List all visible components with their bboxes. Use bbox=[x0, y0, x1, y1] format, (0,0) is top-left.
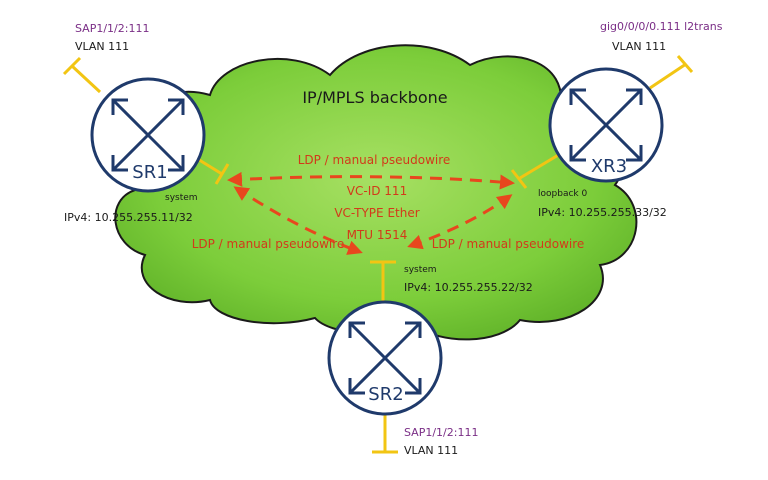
sr1-iface-label: system bbox=[165, 193, 198, 203]
sr1-vlan-label: VLAN 111 bbox=[75, 40, 129, 53]
vc-type-label: VC-TYPE Ether bbox=[334, 206, 419, 220]
xr3-sap-label: gig0/0/0/0.111 l2trans bbox=[600, 20, 723, 33]
cloud-title: IP/MPLS backbone bbox=[302, 88, 447, 107]
pw-left-label: LDP / manual pseudowire bbox=[192, 237, 345, 251]
pw-top-label: LDP / manual pseudowire bbox=[298, 153, 451, 167]
pseudowire-sr1-xr3 bbox=[227, 171, 515, 190]
mpls-cloud bbox=[114, 44, 638, 341]
router-sr1-label: SR1 bbox=[132, 162, 167, 183]
sr2-iface-label: system bbox=[404, 265, 437, 275]
sr2-sap-label: SAP1/1/2:111 bbox=[404, 426, 478, 439]
xr3-vlan-label: VLAN 111 bbox=[612, 40, 666, 53]
sr1-sap-port bbox=[62, 56, 102, 94]
vc-id-label: VC-ID 111 bbox=[347, 184, 407, 198]
sr2-system-port bbox=[370, 260, 396, 302]
router-sr2-label: SR2 bbox=[368, 384, 403, 405]
router-sr1: SR1 bbox=[90, 77, 206, 193]
mtu-label: MTU 1514 bbox=[347, 228, 408, 242]
sr1-system-port bbox=[195, 156, 230, 185]
xr3-ipv4-label: IPv4: 10.255.255.33/32 bbox=[538, 206, 667, 219]
sr2-ipv4-label: IPv4: 10.255.255.22/32 bbox=[404, 281, 533, 294]
router-sr2: SR2 bbox=[327, 300, 443, 416]
router-xr3-label: XR3 bbox=[591, 156, 627, 177]
xr3-sap-port bbox=[649, 55, 694, 90]
pseudowire-xr3-sr2 bbox=[407, 194, 513, 250]
xr3-iface-label: loopback 0 bbox=[538, 189, 587, 199]
pw-right-label: LDP / manual pseudowire bbox=[432, 237, 585, 251]
sr1-sap-label: SAP1/1/2:111 bbox=[75, 22, 149, 35]
pseudowire-sr1-sr2 bbox=[233, 186, 363, 255]
sr1-ipv4-label: IPv4: 10.255.255.11/32 bbox=[64, 211, 193, 224]
sr2-vlan-label: VLAN 111 bbox=[404, 444, 458, 457]
sr2-sap-port bbox=[372, 414, 398, 454]
router-xr3: XR3 bbox=[548, 67, 664, 183]
